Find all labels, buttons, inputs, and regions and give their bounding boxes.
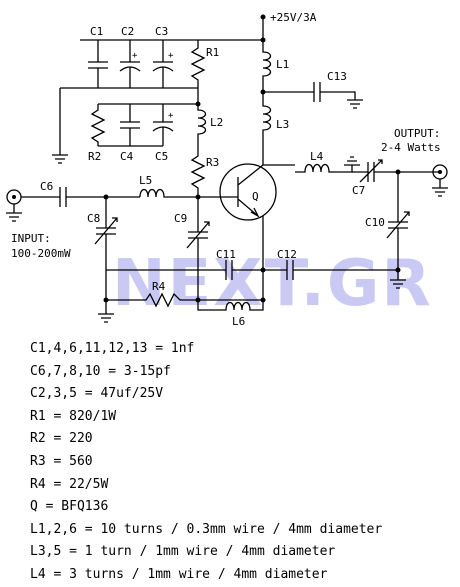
svg-text:C1: C1	[90, 25, 103, 38]
transistor-q: Q	[198, 163, 277, 221]
input-label-1: INPUT:	[11, 232, 51, 245]
capacitor-c10: C10	[365, 172, 410, 289]
resistor-r1: R1	[190, 40, 219, 104]
svg-text:C12: C12	[277, 248, 297, 261]
parts-list-item: C2,3,5 = 47uf/25V	[30, 386, 164, 402]
resistor-r4: R4	[106, 280, 263, 308]
capacitor-c1: C1	[88, 25, 108, 88]
output-label-1: OUTPUT:	[394, 127, 440, 140]
svg-text:C5: C5	[155, 150, 168, 163]
inductor-l3: L3	[262, 92, 289, 165]
parts-list-item: Q = BFQ136	[30, 499, 109, 515]
inductor-l5: L5	[139, 174, 198, 198]
svg-text:R2: R2	[88, 150, 101, 163]
svg-text:C6: C6	[40, 180, 53, 193]
parts-list-item: L1,2,6 = 10 turns / 0.3mm wire / 4mm dia…	[30, 521, 383, 537]
svg-text:L4: L4	[310, 150, 324, 163]
svg-text:R4: R4	[152, 280, 166, 293]
inductor-l1: L1	[262, 40, 289, 92]
svg-text:R1: R1	[206, 46, 219, 59]
svg-text:C13: C13	[327, 70, 347, 83]
capacitor-c2: C2 +	[119, 25, 141, 88]
inductor-l2: L2	[197, 104, 223, 150]
svg-text:C2: C2	[121, 25, 134, 38]
capacitor-c11: C11	[216, 248, 287, 280]
svg-text:C4: C4	[120, 150, 134, 163]
parts-list: C1,4,6,11,12,13 = 1nf C6,7,8,10 = 3-15pf…	[30, 338, 382, 587]
inductor-l6: L6	[197, 300, 264, 328]
parts-list-item: R3 = 560	[30, 453, 93, 469]
input-label-2: 100-200mW	[11, 247, 71, 260]
svg-text:C3: C3	[155, 25, 168, 38]
capacitor-c5: C5 +	[152, 104, 174, 163]
supply-terminal: +25V/3A	[260, 11, 317, 24]
output-label-2: 2-4 Watts	[381, 141, 441, 154]
output-terminal	[432, 164, 448, 197]
svg-text:L1: L1	[276, 58, 289, 71]
capacitor-c6: C6	[21, 180, 140, 207]
svg-text:C11: C11	[216, 248, 236, 261]
supply-label: +25V/3A	[270, 11, 317, 24]
capacitor-c8: C8	[87, 197, 118, 323]
svg-text:C7: C7	[352, 184, 365, 197]
svg-text:C8: C8	[87, 212, 100, 225]
svg-text:+: +	[168, 111, 174, 121]
inductor-l4: L4	[295, 150, 360, 173]
parts-list-item: R2 = 220	[30, 431, 93, 447]
capacitor-c4: C4	[120, 104, 140, 163]
parts-list-item: R4 = 22/5W	[30, 476, 109, 492]
resistor-r3: R3	[190, 150, 219, 197]
parts-list-item: L4 = 3 turns / 1mm wire / 4mm diameter	[30, 566, 328, 582]
input-terminal	[6, 189, 22, 222]
capacitor-c12: C12	[277, 248, 398, 280]
parts-list-item: C1,4,6,11,12,13 = 1nf	[30, 341, 195, 356]
capacitor-c13: C13	[263, 70, 363, 109]
parts-list-item: C6,7,8,10 = 3-15pf	[30, 363, 171, 379]
capacitor-c3: C3 +	[152, 25, 174, 88]
svg-text:C9: C9	[174, 212, 187, 225]
capacitor-c9: C9	[174, 197, 210, 300]
resistor-r2: R2	[88, 104, 106, 163]
svg-text:L2: L2	[210, 116, 223, 129]
ground-symbol	[52, 154, 68, 164]
svg-text:C10: C10	[365, 216, 385, 229]
parts-list-item: R1 = 820/1W	[30, 408, 117, 424]
svg-text:R3: R3	[206, 156, 219, 169]
svg-text:L5: L5	[139, 174, 152, 187]
svg-text:Q: Q	[252, 190, 259, 203]
watermark: NEXT.GR	[112, 247, 433, 321]
svg-text:+: +	[132, 51, 138, 61]
svg-text:L3: L3	[276, 118, 289, 131]
svg-text:L6: L6	[232, 315, 245, 328]
parts-list-item: L3,5 = 1 turn / 1mm wire / 4mm diameter	[30, 544, 336, 560]
collector-emitter-wires	[262, 164, 295, 300]
svg-text:+: +	[168, 51, 174, 61]
capacitor-c7: C7	[352, 159, 440, 197]
